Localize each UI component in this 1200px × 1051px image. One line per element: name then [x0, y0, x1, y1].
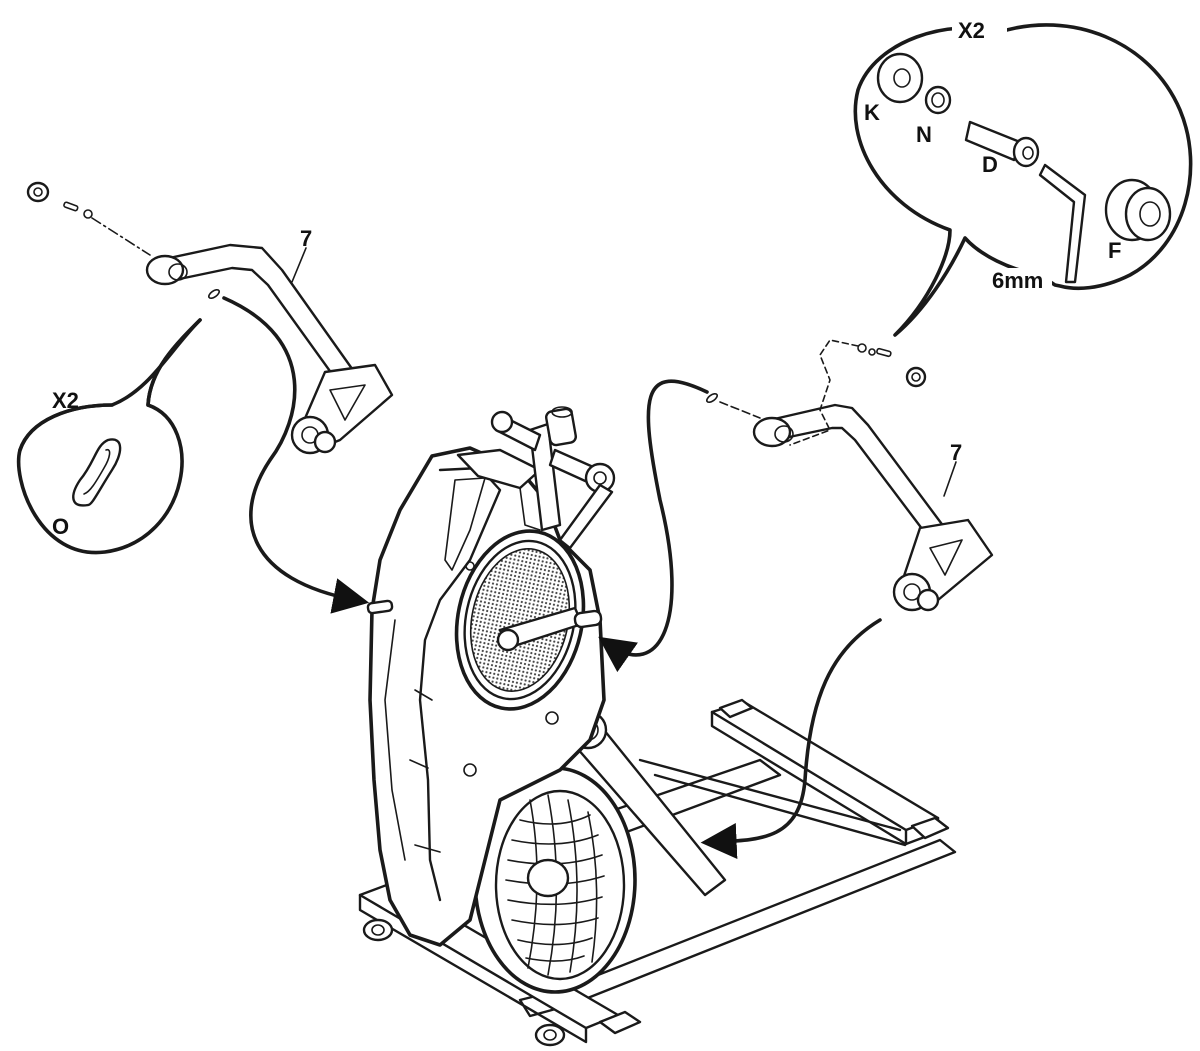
- callout-left-qty-label: X2: [52, 388, 79, 413]
- machine-body: [366, 406, 727, 994]
- arm-right-number: 7: [950, 440, 962, 465]
- part-o-label: O: [52, 514, 69, 539]
- callout-right: X2 K N D F 6mm: [853, 10, 1193, 337]
- part-n-label: N: [916, 122, 932, 147]
- arm-left-number: 7: [300, 226, 312, 251]
- left-arm-part-7: [145, 243, 394, 455]
- part-f-label: F: [1108, 238, 1121, 263]
- part-d-label: D: [982, 152, 998, 177]
- assembly-arrows: [222, 296, 882, 860]
- right-hardware: [705, 339, 927, 446]
- right-arm-part-7: [752, 403, 994, 612]
- callout-right-qty-label: X2: [958, 18, 985, 43]
- part-k-label: K: [864, 100, 880, 125]
- callout-left: X2 O: [16, 318, 202, 555]
- left-hardware: [26, 181, 221, 300]
- tool-size-label: 6mm: [992, 268, 1043, 293]
